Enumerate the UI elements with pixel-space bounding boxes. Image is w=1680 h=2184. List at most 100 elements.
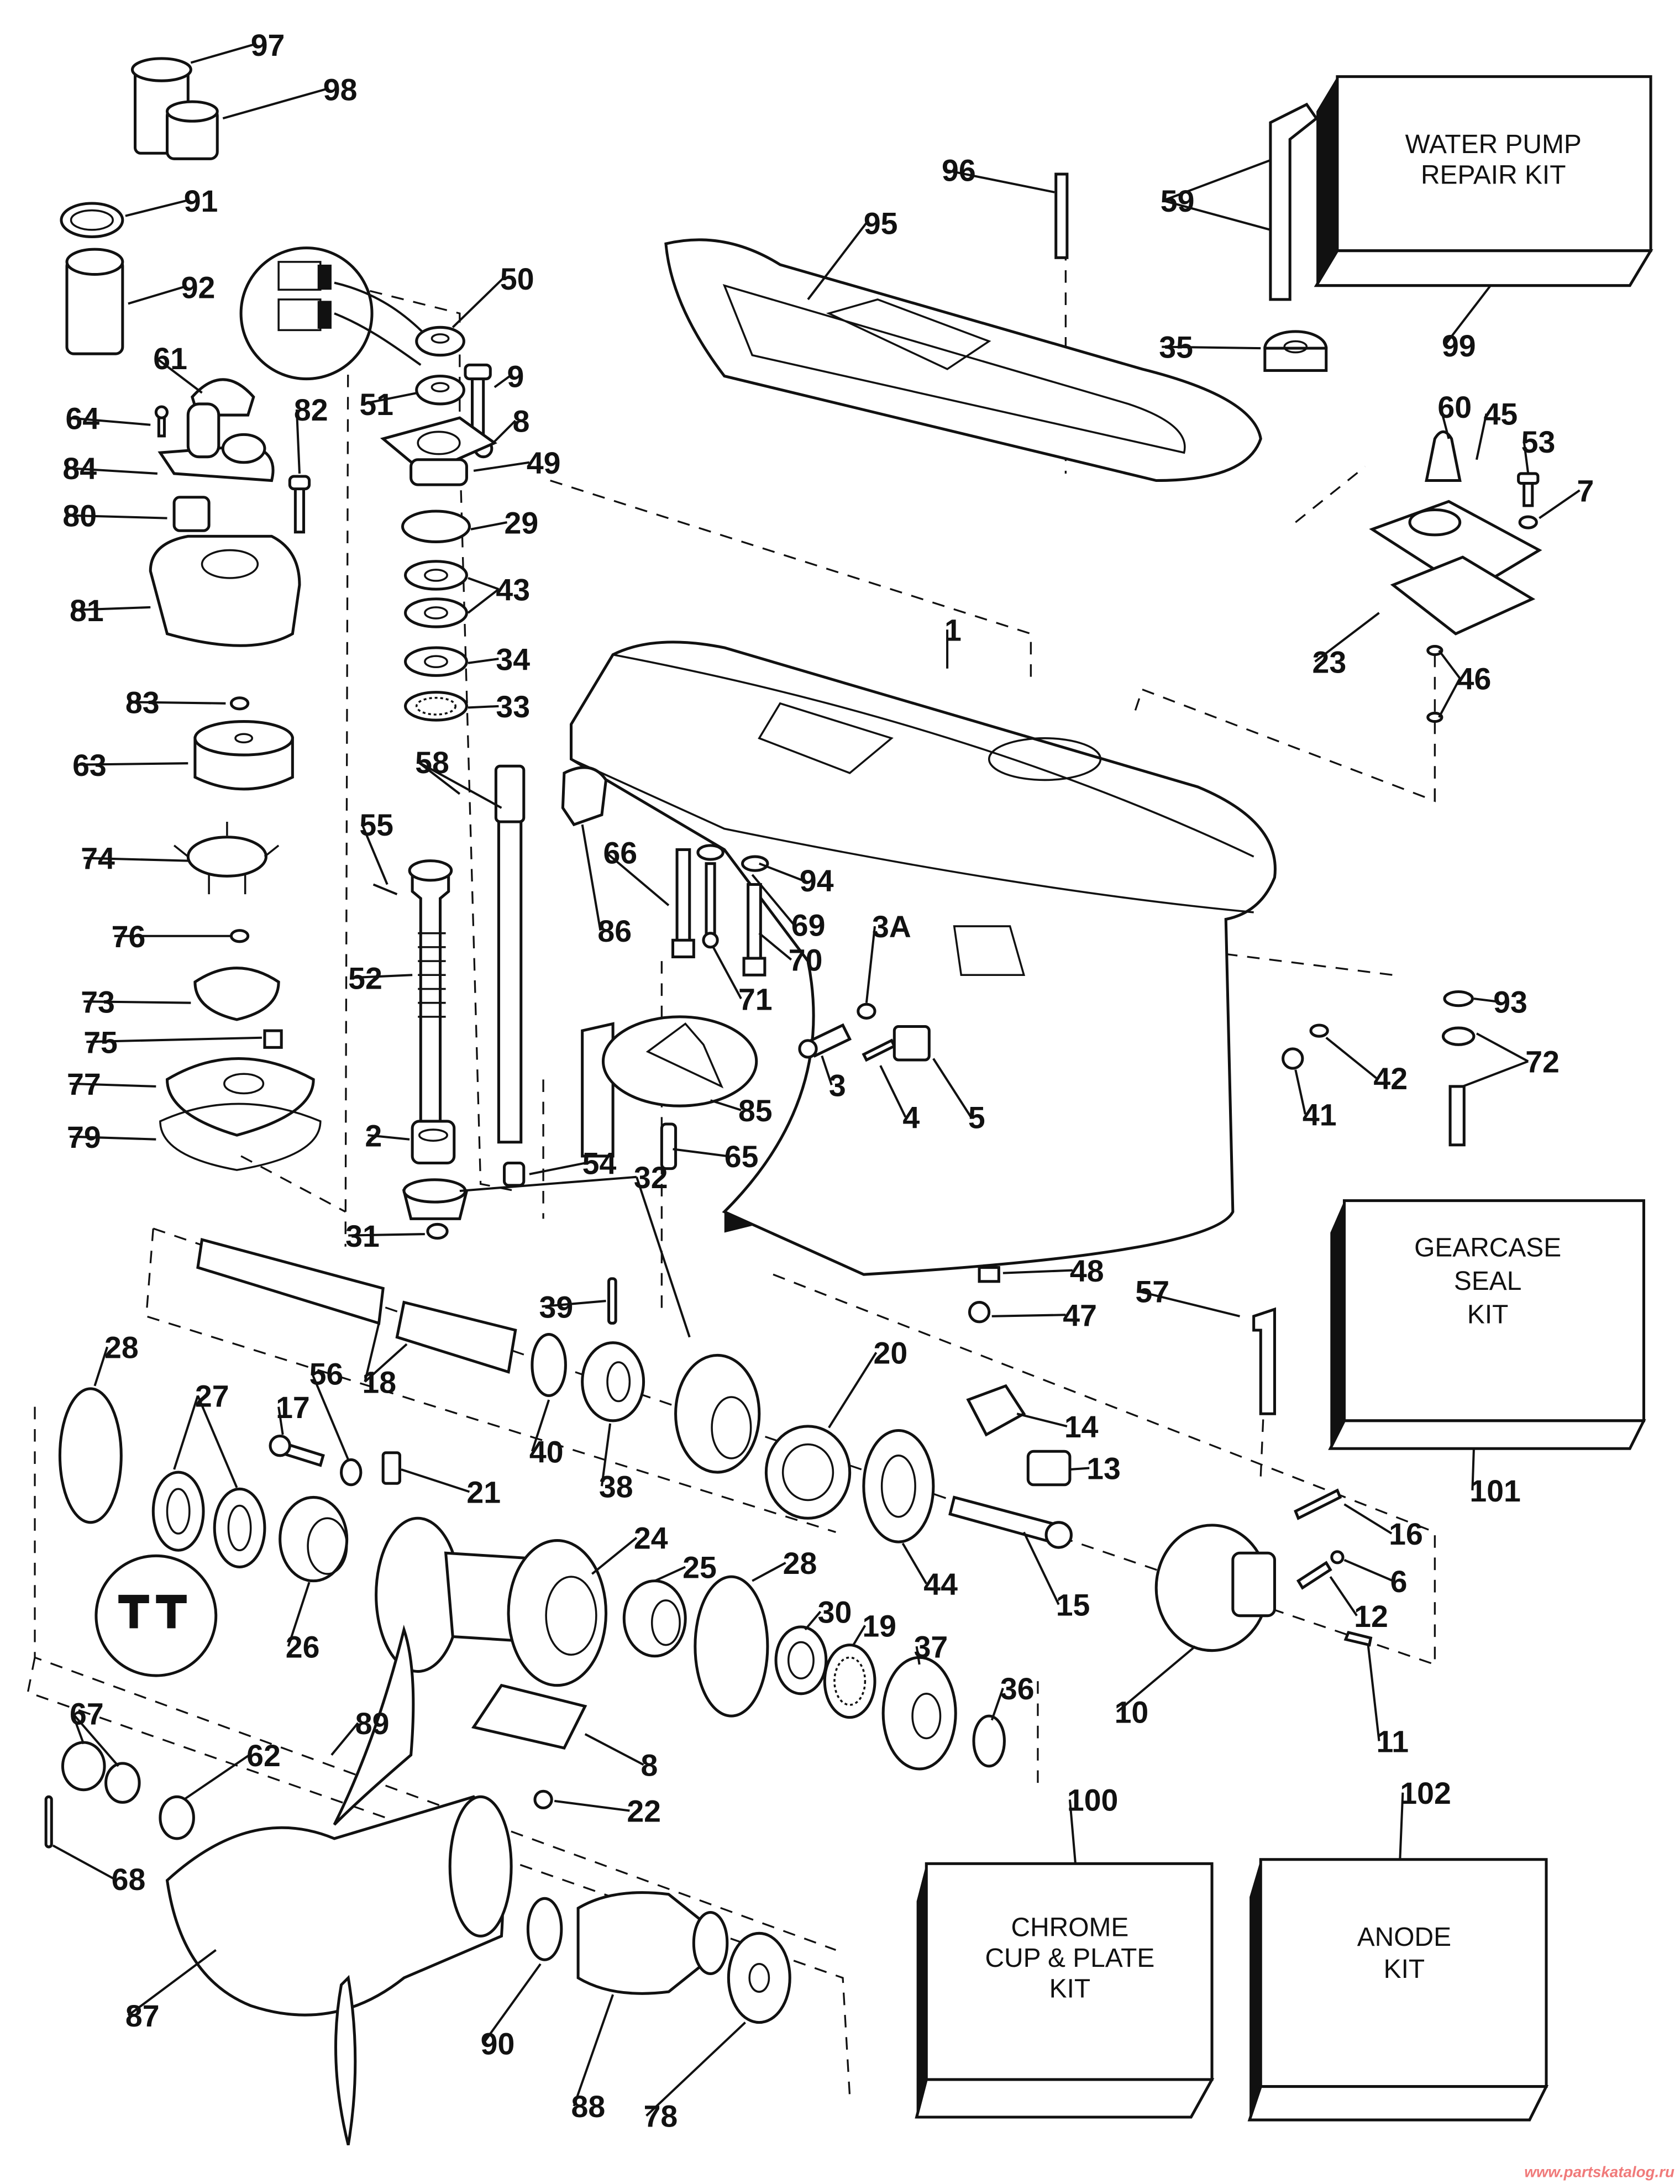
part-86-anode-block[interactable]	[561, 766, 608, 827]
part-84-cover[interactable]	[158, 402, 275, 482]
callout-label-99[interactable]: 99	[1442, 329, 1476, 363]
part-54-bushing[interactable]	[502, 1162, 526, 1187]
part-38-clutch-dog[interactable]	[581, 1341, 645, 1422]
callout-label-71[interactable]: 71	[738, 982, 773, 1016]
part-79-gasket[interactable]	[159, 1102, 322, 1171]
part-74-impeller[interactable]	[173, 822, 280, 895]
part-77-plate[interactable]	[165, 1057, 315, 1137]
part-67-nut[interactable]	[61, 1741, 141, 1804]
part-57-shift-rod[interactable]	[1252, 1307, 1276, 1415]
kit-box-chrome-cup[interactable]: CHROME CUP & PLATE KIT	[915, 1862, 1215, 2119]
callout-label-9[interactable]: 9	[507, 360, 524, 394]
callout-label-83[interactable]: 83	[125, 685, 160, 720]
callout-label-11[interactable]: 11	[1376, 1725, 1409, 1759]
callout-label-41[interactable]: 41	[1303, 1098, 1337, 1132]
callout-label-55[interactable]: 55	[359, 808, 393, 842]
callout-label-102[interactable]: 102	[1400, 1776, 1451, 1810]
callout-label-8b[interactable]: 8	[641, 1749, 658, 1783]
callout-label-76[interactable]: 76	[112, 920, 146, 954]
callout-label-64[interactable]: 64	[65, 401, 99, 435]
part-19-thrust-bearing[interactable]	[823, 1644, 876, 1719]
part-62-spacer[interactable]	[159, 1795, 195, 1840]
callout-label-86[interactable]: 86	[597, 914, 632, 948]
part-78-thrust-washer[interactable]	[727, 1931, 791, 2024]
part-95-exhaust-housing[interactable]	[664, 238, 1262, 482]
callout-label-73[interactable]: 73	[81, 985, 115, 1019]
part-91-washer[interactable]	[60, 202, 124, 238]
callout-label-28b[interactable]: 28	[783, 1546, 817, 1581]
part-55-pin[interactable]	[372, 883, 398, 895]
part-81-pump-housing[interactable]	[149, 534, 301, 647]
callout-label-85[interactable]: 85	[738, 1094, 773, 1128]
part-44-shim[interactable]	[862, 1429, 935, 1544]
part-28-oring-2[interactable]	[694, 1575, 769, 1718]
part-35-grommet[interactable]	[1263, 330, 1328, 372]
callout-label-44[interactable]: 44	[923, 1567, 958, 1602]
callout-label-35[interactable]: 35	[1159, 330, 1193, 365]
callout-label-42[interactable]: 42	[1373, 1062, 1408, 1096]
callout-label-36[interactable]: 36	[1000, 1672, 1035, 1706]
part-75-key[interactable]	[263, 1029, 283, 1049]
part-22-screw[interactable]	[533, 1789, 553, 1810]
part-68-cotter-pin[interactable]	[44, 1795, 53, 1849]
part-70-screw[interactable]	[742, 883, 767, 977]
callout-label-67[interactable]: 67	[70, 1697, 104, 1731]
part-94-washers[interactable]	[696, 844, 769, 872]
part-87-propeller[interactable]	[165, 1795, 513, 2146]
part-47-screw[interactable]	[968, 1301, 991, 1324]
part-71-screw[interactable]	[702, 862, 719, 949]
callout-label-45[interactable]: 45	[1484, 397, 1518, 432]
callout-label-38[interactable]: 38	[599, 1469, 633, 1504]
callout-label-5[interactable]: 5	[968, 1101, 985, 1135]
part-51-seal[interactable]	[415, 374, 465, 406]
part-90-bushing[interactable]	[526, 1897, 563, 1961]
callout-label-93[interactable]: 93	[1493, 985, 1527, 1019]
callout-label-19[interactable]: 19	[862, 1609, 896, 1643]
callout-label-27[interactable]: 27	[195, 1379, 229, 1414]
part-42-washer[interactable]	[1309, 1023, 1329, 1038]
callout-label-32[interactable]: 32	[634, 1161, 668, 1195]
part-39-pin[interactable]	[607, 1277, 617, 1325]
callout-label-94[interactable]: 94	[800, 864, 834, 898]
callout-label-88[interactable]: 88	[571, 2090, 605, 2124]
callout-label-2[interactable]: 2	[365, 1119, 382, 1153]
callout-label-60[interactable]: 60	[1437, 390, 1472, 424]
callout-label-74[interactable]: 74	[81, 842, 115, 876]
callout-label-90[interactable]: 90	[481, 2027, 515, 2061]
callout-label-91[interactable]: 91	[184, 184, 218, 218]
callout-label-66[interactable]: 66	[603, 836, 637, 870]
callout-label-53[interactable]: 53	[1521, 425, 1556, 459]
part-50-seal[interactable]	[415, 326, 465, 357]
callout-label-18[interactable]: 18	[362, 1365, 396, 1399]
callout-label-58[interactable]: 58	[415, 746, 449, 780]
part-43-shims[interactable]	[404, 560, 468, 628]
callout-label-30[interactable]: 30	[818, 1595, 852, 1629]
part-82-screw[interactable]	[288, 475, 311, 534]
part-36-washer[interactable]	[972, 1714, 1006, 1768]
kit-box-gearcase-seal[interactable]: GEARCASE SEAL KIT	[1328, 1199, 1646, 1450]
callout-label-59[interactable]: 59	[1161, 184, 1195, 218]
callout-label-101[interactable]: 101	[1469, 1474, 1521, 1508]
callout-label-65[interactable]: 65	[725, 1140, 759, 1174]
callout-label-39[interactable]: 39	[539, 1290, 574, 1324]
part-98-bushing[interactable]	[165, 100, 219, 160]
callout-label-79[interactable]: 79	[67, 1120, 101, 1154]
callout-label-8[interactable]: 8	[513, 404, 530, 438]
kit-box-anode[interactable]: ANODE KIT	[1247, 1858, 1549, 2122]
part-60-grommet[interactable]	[1425, 430, 1462, 482]
part-34-thrust-washer[interactable]	[404, 646, 468, 677]
part-63-cup[interactable]	[193, 720, 294, 791]
callout-label-78[interactable]: 78	[644, 2099, 678, 2134]
part-17-screw[interactable]	[269, 1435, 325, 1467]
part-11-pin[interactable]	[1343, 1630, 1373, 1647]
callout-label-92[interactable]: 92	[181, 270, 216, 305]
part-59-water-tube[interactable]	[1269, 102, 1319, 301]
callout-label-100[interactable]: 100	[1067, 1783, 1119, 1818]
callout-label-6[interactable]: 6	[1390, 1565, 1408, 1599]
callout-label-33[interactable]: 33	[496, 690, 530, 724]
callout-label-46[interactable]: 46	[1457, 662, 1492, 696]
part-2-bearing[interactable]	[411, 1120, 456, 1165]
part-41-plug[interactable]	[1282, 1047, 1304, 1070]
callout-label-49[interactable]: 49	[527, 446, 561, 480]
callout-label-81[interactable]: 81	[70, 594, 104, 628]
